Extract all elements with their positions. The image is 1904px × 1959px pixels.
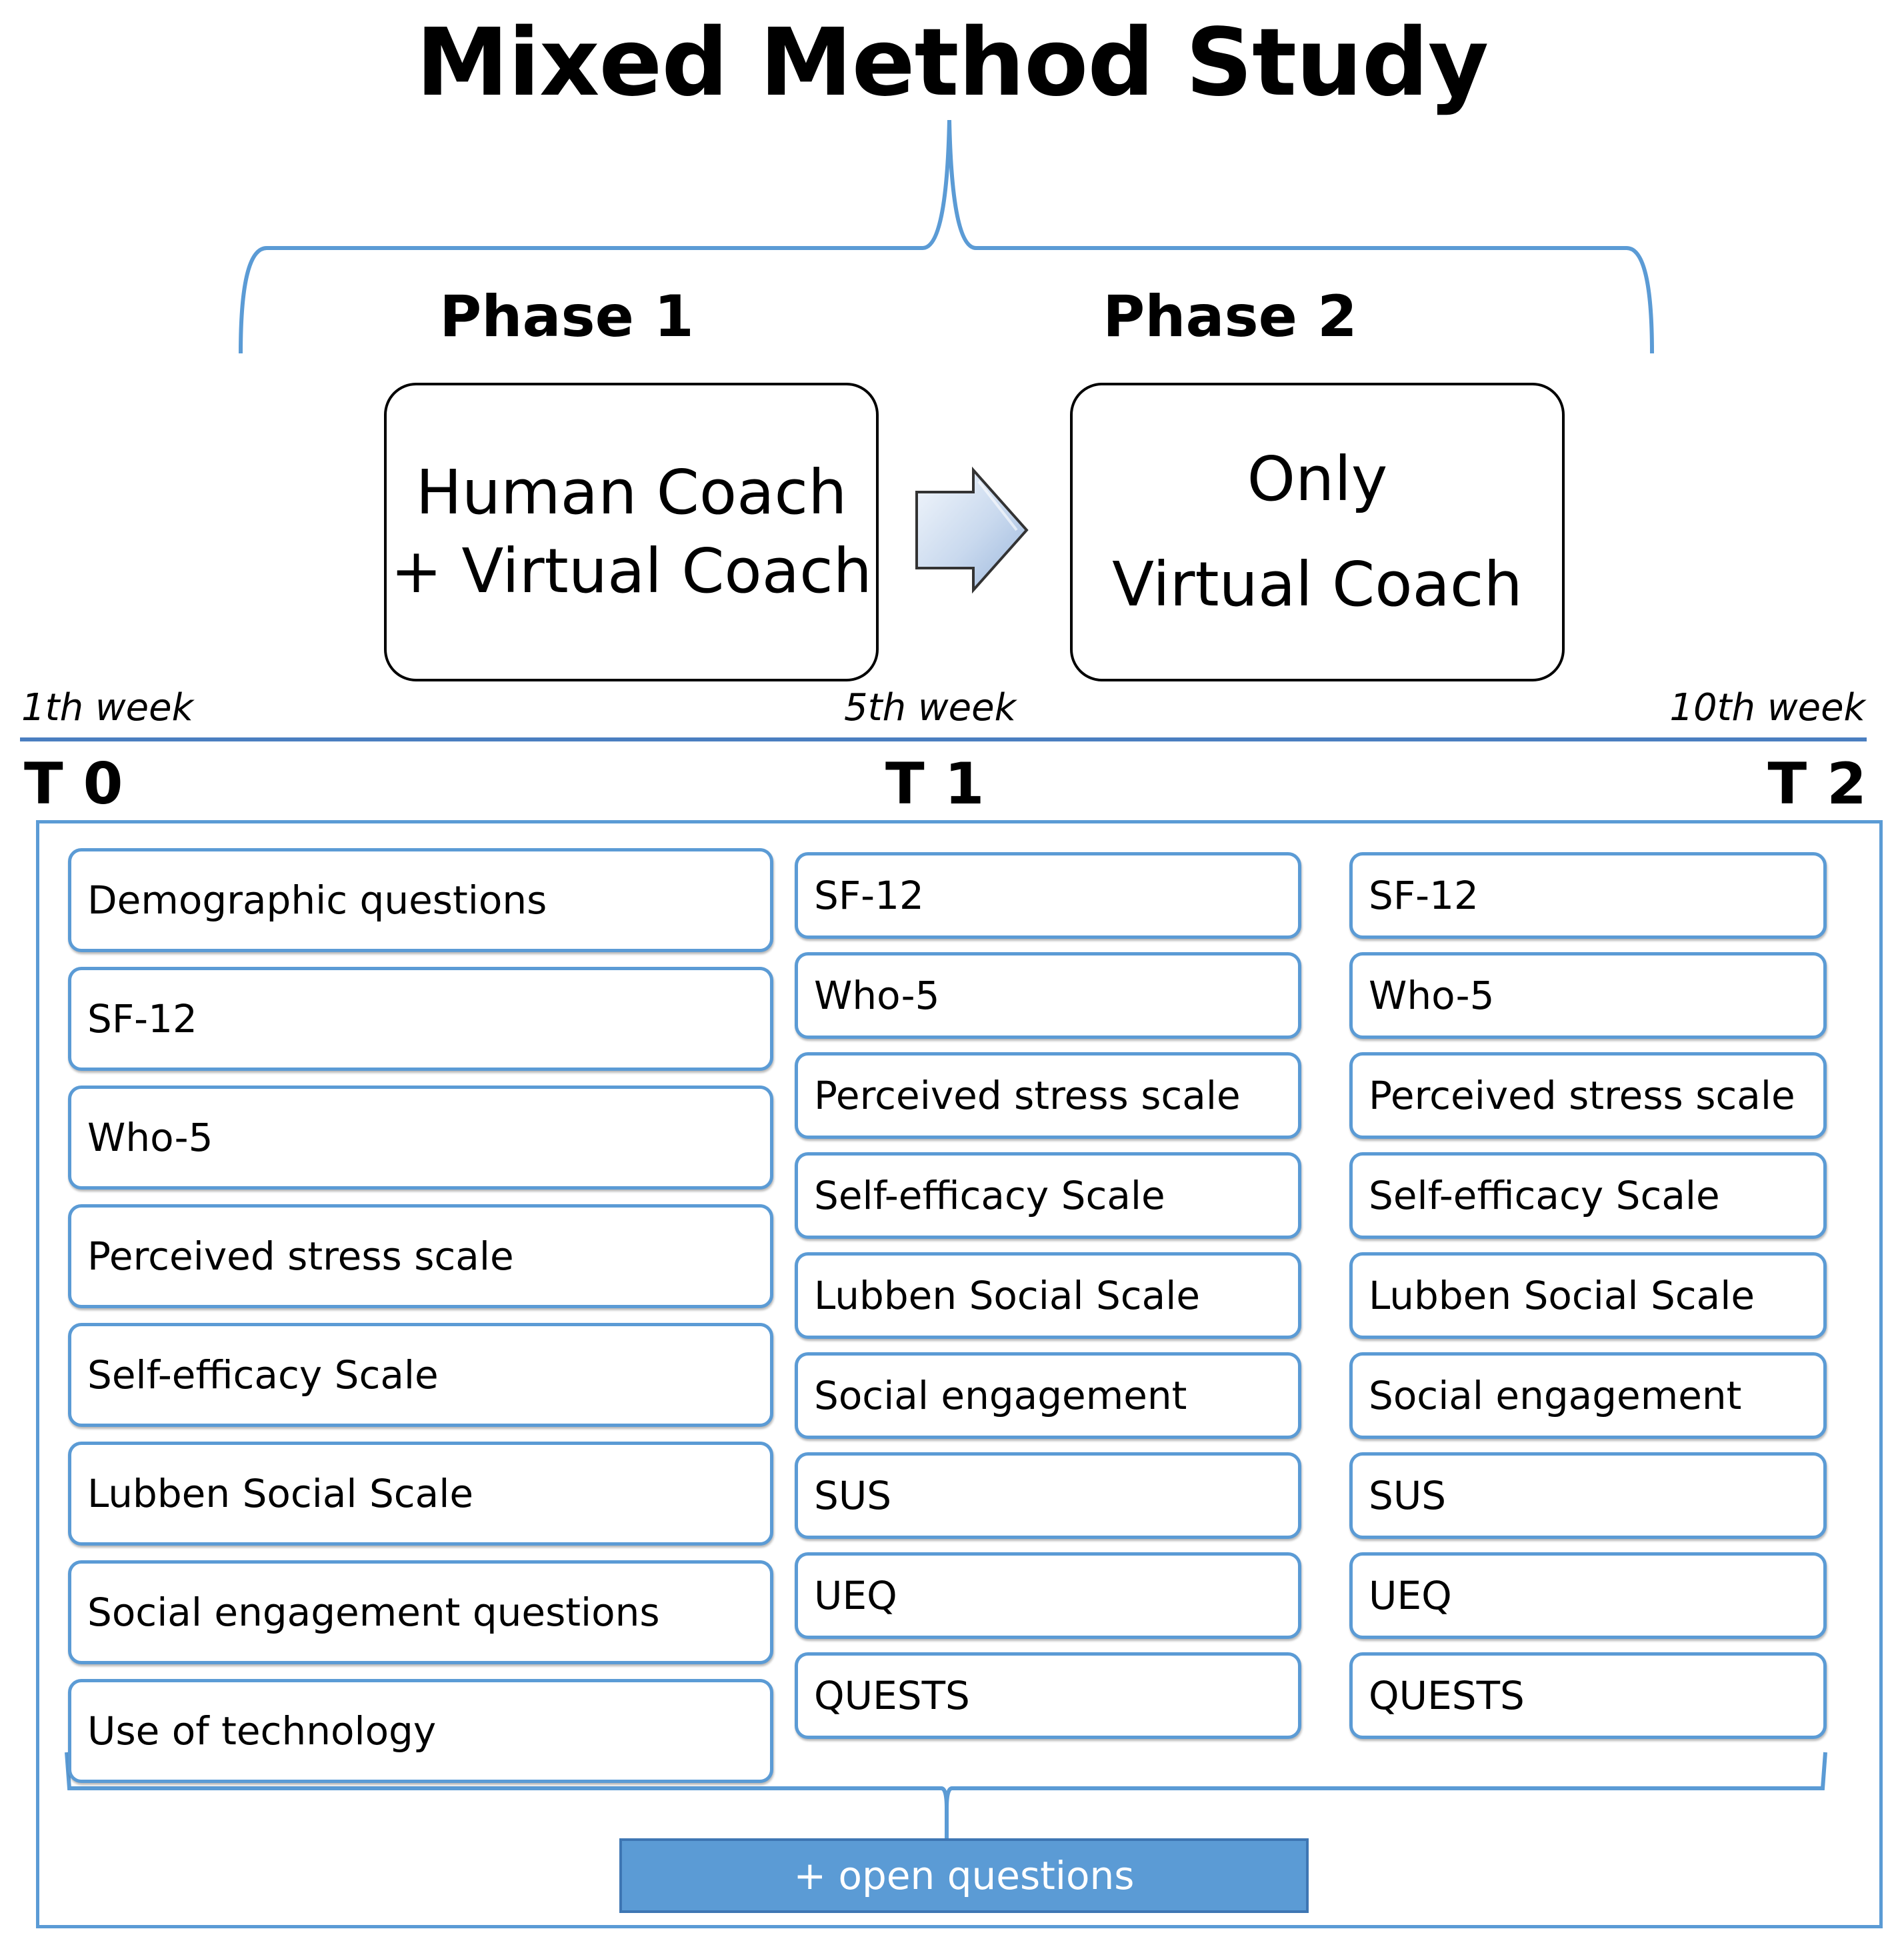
measures-panel	[36, 820, 1883, 1928]
phase-2-line-1: Only	[1247, 443, 1388, 515]
timepoint-t1: T 1	[885, 751, 985, 817]
t2-item: Social engagement	[1349, 1352, 1827, 1439]
phase-1-line-2: + Virtual Coach	[391, 535, 872, 607]
t2-item: UEQ	[1349, 1552, 1827, 1639]
t0-item: Who-5	[68, 1086, 773, 1190]
bottom-brace	[65, 1752, 1827, 1838]
t2-item: SF-12	[1349, 852, 1827, 939]
t2-item: Self-efficacy Scale	[1349, 1152, 1827, 1239]
phase-2-label: Phase 2	[1103, 283, 1357, 350]
t0-item: Social engagement questions	[68, 1560, 773, 1664]
timepoint-t2: T 2	[1767, 751, 1867, 817]
diagram-title: Mixed Method Study	[415, 9, 1489, 117]
t1-item: Social engagement	[795, 1352, 1301, 1439]
t2-item: Lubben Social Scale	[1349, 1252, 1827, 1339]
t1-item: QUESTS	[795, 1652, 1301, 1739]
open-questions-box: + open questions	[619, 1838, 1309, 1913]
phase-2-line-2: Virtual Coach	[1112, 549, 1523, 620]
t0-item: Self-efficacy Scale	[68, 1323, 773, 1427]
phase-1-box: Human Coach + Virtual Coach	[384, 383, 879, 681]
week-label-end: 10th week	[1669, 686, 1865, 729]
week-label-start: 1th week	[21, 686, 194, 729]
t0-item: SF-12	[68, 967, 773, 1071]
top-brace	[239, 119, 1654, 354]
week-label-mid: 5th week	[844, 686, 1017, 729]
t0-item: Lubben Social Scale	[68, 1442, 773, 1546]
timeline-line	[20, 737, 1867, 741]
phase-arrow-icon	[915, 466, 1029, 594]
timepoint-t0: T 0	[24, 751, 123, 817]
t1-item: Perceived stress scale	[795, 1052, 1301, 1139]
phase-1-label: Phase 1	[439, 283, 694, 350]
t1-item: Lubben Social Scale	[795, 1252, 1301, 1339]
t0-item: Use of technology	[68, 1679, 773, 1783]
t0-item: Demographic questions	[68, 848, 773, 952]
t1-item: SUS	[795, 1452, 1301, 1539]
phase-2-box: Only Virtual Coach	[1070, 383, 1565, 681]
t1-item: UEQ	[795, 1552, 1301, 1639]
t2-item: SUS	[1349, 1452, 1827, 1539]
t2-item: QUESTS	[1349, 1652, 1827, 1739]
t1-item: SF-12	[795, 852, 1301, 939]
t2-item: Perceived stress scale	[1349, 1052, 1827, 1139]
t1-item: Self-efficacy Scale	[795, 1152, 1301, 1239]
t1-item: Who-5	[795, 952, 1301, 1039]
t2-item: Who-5	[1349, 952, 1827, 1039]
phase-1-line-1: Human Coach	[415, 457, 847, 528]
t0-item: Perceived stress scale	[68, 1204, 773, 1308]
